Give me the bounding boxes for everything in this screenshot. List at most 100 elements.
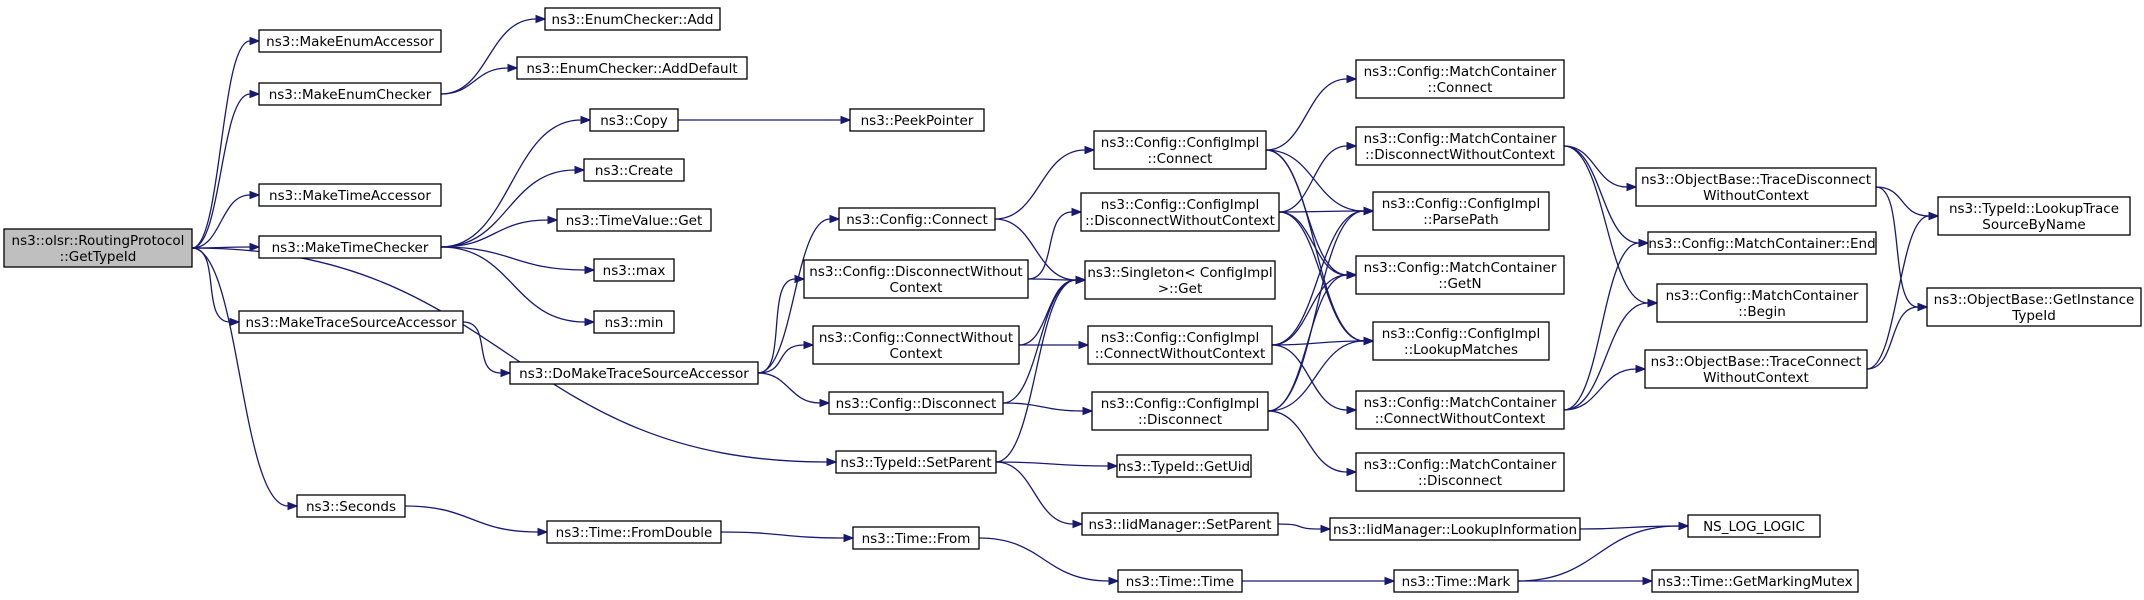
arrow-head-icon bbox=[1678, 521, 1690, 531]
node-label: ns3::Time::Time bbox=[1126, 574, 1234, 590]
edge-line bbox=[1866, 306, 1919, 370]
node-create[interactable]: ns3::Create bbox=[583, 158, 685, 182]
arrow-head-icon bbox=[249, 36, 261, 46]
node-peek-pointer[interactable]: ns3::PeekPointer bbox=[849, 108, 985, 132]
node-singleton-get[interactable]: ns3::Singleton< ConfigImpl>::Get bbox=[1084, 260, 1276, 300]
node-box bbox=[852, 526, 980, 550]
edge-make-enum-checker-to-enum-checker-add-default bbox=[440, 63, 519, 95]
node-impl-disconnect[interactable]: ns3::Config::ConfigImpl::Disconnect bbox=[1091, 391, 1269, 431]
node-config-connect-without-context[interactable]: ns3::Config::ConnectWithoutContext bbox=[812, 325, 1020, 365]
node-label: ns3::TimeValue::Get bbox=[566, 213, 703, 229]
edge-config-connect-without-context-to-impl-connect-without-context bbox=[1018, 340, 1090, 350]
edge-line bbox=[440, 219, 549, 248]
node-make-trace-source-accessor[interactable]: ns3::MakeTraceSourceAccessor bbox=[238, 310, 464, 334]
node-time-value-get[interactable]: ns3::TimeValue::Get bbox=[556, 208, 712, 232]
node-label: ns3::EnumChecker::AddDefault bbox=[526, 61, 737, 77]
node-mc-disconnect[interactable]: ns3::Config::MatchContainer::Disconnect bbox=[1355, 452, 1565, 492]
node-make-enum-accessor[interactable]: ns3::MakeEnumAccessor bbox=[258, 29, 442, 53]
node-impl-lookup-matches[interactable]: ns3::Config::ConfigImpl::LookupMatches bbox=[1372, 321, 1550, 361]
node-impl-connect-without-context[interactable]: ns3::Config::ConfigImpl::ConnectWithoutC… bbox=[1087, 325, 1273, 365]
arrow-head-icon bbox=[507, 63, 519, 73]
node-do-make-trace-source-accessor[interactable]: ns3::DoMakeTraceSourceAccessor bbox=[509, 361, 759, 385]
node-label: Context bbox=[890, 280, 943, 296]
arrow-head-icon bbox=[1363, 206, 1375, 216]
node-iid-set-parent[interactable]: ns3::IidManager::SetParent bbox=[1081, 512, 1279, 536]
node-label: ::DisconnectWithoutContext bbox=[1085, 213, 1275, 229]
node-ns-log-logic[interactable]: NS_LOG_LOGIC bbox=[1687, 514, 1821, 538]
edge-time-from-double-to-time-from bbox=[720, 531, 855, 543]
node-impl-parse-path[interactable]: ns3::Config::ConfigImpl::ParsePath bbox=[1372, 191, 1550, 231]
node-seconds[interactable]: ns3::Seconds bbox=[296, 494, 406, 518]
node-type-id-get-uid[interactable]: ns3::TypeId::GetUid bbox=[1116, 454, 1252, 478]
node-impl-connect[interactable]: ns3::Config::ConfigImpl::Connect bbox=[1093, 130, 1267, 170]
edge-impl-disconnect-to-mc-get-n bbox=[1267, 270, 1358, 412]
arrow-head-icon bbox=[1635, 364, 1647, 374]
edge-seconds-to-time-from-double bbox=[404, 505, 549, 537]
node-mc-connect-without-context[interactable]: ns3::Config::MatchContainer::ConnectWith… bbox=[1355, 390, 1565, 430]
arrow-head-icon bbox=[819, 398, 831, 408]
node-label: ns3::MakeEnumAccessor bbox=[266, 34, 434, 50]
node-mc-begin[interactable]: ns3::Config::MatchContainer::Begin bbox=[1656, 283, 1868, 323]
edge-root-to-seconds bbox=[191, 247, 299, 511]
node-type-id-set-parent[interactable]: ns3::TypeId::SetParent bbox=[835, 450, 997, 474]
node-box bbox=[1329, 517, 1581, 541]
node-config-disconnect[interactable]: ns3::Config::Disconnect bbox=[828, 391, 1004, 415]
node-box bbox=[1644, 349, 1868, 389]
edge-line bbox=[1278, 211, 1348, 276]
node-mc-disconnect-without-context[interactable]: ns3::Config::MatchContainer::DisconnectW… bbox=[1355, 126, 1565, 166]
node-box bbox=[1355, 452, 1565, 492]
node-make-time-accessor[interactable]: ns3::MakeTimeAccessor bbox=[258, 183, 442, 207]
node-config-disconnect-without-context[interactable]: ns3::Config::DisconnectWithoutContext bbox=[803, 259, 1029, 299]
node-min[interactable]: ns3::min bbox=[593, 310, 675, 334]
node-box bbox=[1087, 325, 1273, 365]
node-impl-disconnect-without-context[interactable]: ns3::Config::ConfigImpl::DisconnectWitho… bbox=[1080, 192, 1280, 232]
node-root[interactable]: ns3::olsr::RoutingProtocol::GetTypeId bbox=[3, 228, 193, 268]
node-make-enum-checker[interactable]: ns3::MakeEnumChecker bbox=[258, 82, 442, 106]
node-box bbox=[1081, 512, 1279, 536]
node-time-time[interactable]: ns3::Time::Time bbox=[1117, 569, 1243, 593]
node-box bbox=[1355, 59, 1565, 99]
arrow-head-icon bbox=[1642, 576, 1654, 586]
node-time-from[interactable]: ns3::Time::From bbox=[852, 526, 980, 550]
edge-impl-disconnect-without-context-to-mc-get-n bbox=[1278, 211, 1358, 280]
node-label: ::ParsePath bbox=[1423, 212, 1498, 228]
edge-line bbox=[1267, 274, 1348, 412]
node-mc-connect[interactable]: ns3::Config::MatchContainer::Connect bbox=[1355, 59, 1565, 99]
node-label: ns3::DoMakeTraceSourceAccessor bbox=[519, 366, 749, 382]
node-iid-lookup-information[interactable]: ns3::IidManager::LookupInformation bbox=[1329, 517, 1581, 541]
node-mc-end[interactable]: ns3::Config::MatchContainer::End bbox=[1647, 231, 1877, 255]
node-label: ns3::Config::Connect bbox=[846, 212, 988, 228]
node-ob-trace-disconnect-without-context[interactable]: ns3::ObjectBase::TraceDisconnectWithoutC… bbox=[1635, 167, 1877, 207]
node-label: ::GetN bbox=[1438, 276, 1481, 292]
node-copy[interactable]: ns3::Copy bbox=[589, 108, 679, 132]
node-box bbox=[258, 82, 442, 106]
node-ob-trace-connect-without-context[interactable]: ns3::ObjectBase::TraceConnectWithoutCont… bbox=[1644, 349, 1868, 389]
node-enum-checker-add[interactable]: ns3::EnumChecker::Add bbox=[544, 7, 721, 31]
edge-line bbox=[994, 218, 1077, 281]
node-config-connect[interactable]: ns3::Config::Connect bbox=[838, 207, 996, 231]
node-box bbox=[3, 228, 193, 268]
node-time-mark[interactable]: ns3::Time::Mark bbox=[1393, 569, 1519, 593]
node-time-from-double[interactable]: ns3::Time::FromDouble bbox=[546, 520, 722, 544]
edge-time-time-to-time-mark bbox=[1242, 576, 1396, 586]
node-box bbox=[1651, 569, 1859, 593]
edge-line bbox=[440, 119, 582, 248]
edge-make-time-checker-to-copy bbox=[440, 115, 592, 248]
edge-line bbox=[994, 149, 1086, 220]
node-box bbox=[258, 183, 442, 207]
node-box bbox=[1117, 569, 1243, 593]
edge-line bbox=[1278, 210, 1365, 213]
edge-config-disconnect-to-impl-disconnect bbox=[1002, 402, 1094, 416]
edge-line bbox=[1563, 242, 1640, 411]
node-label: ns3::IidManager::SetParent bbox=[1089, 517, 1272, 533]
node-label: ns3::Time::Mark bbox=[1402, 574, 1511, 590]
node-mc-get-n[interactable]: ns3::Config::MatchContainer::GetN bbox=[1355, 255, 1565, 295]
node-make-time-checker[interactable]: ns3::MakeTimeChecker bbox=[258, 235, 442, 259]
node-enum-checker-add-default[interactable]: ns3::EnumChecker::AddDefault bbox=[516, 56, 748, 80]
node-time-get-marking-mutex[interactable]: ns3::Time::GetMarkingMutex bbox=[1651, 569, 1859, 593]
node-max[interactable]: ns3::max bbox=[593, 258, 675, 282]
node-label: ns3::olsr::RoutingProtocol bbox=[12, 233, 185, 249]
